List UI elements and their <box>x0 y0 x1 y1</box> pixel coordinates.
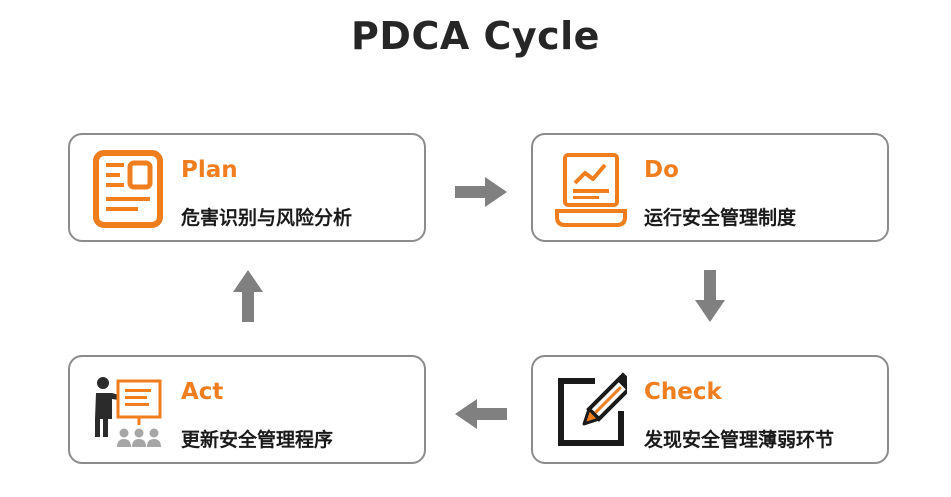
act-description: 更新安全管理程序 <box>181 429 334 451</box>
arrow-right-icon <box>455 177 507 207</box>
do-description: 运行安全管理制度 <box>644 207 797 229</box>
check-heading: Check <box>644 379 722 405</box>
edit-pencil-icon <box>558 372 627 446</box>
do-heading: Do <box>644 157 679 183</box>
plan-heading: Plan <box>181 157 238 183</box>
document-icon <box>93 150 163 228</box>
plan-description: 危害识别与风险分析 <box>181 207 353 229</box>
act-card: Act 更新安全管理程序 <box>68 355 426 464</box>
arrow-down-icon <box>695 270 725 322</box>
plan-card: Plan 危害识别与风险分析 <box>68 133 426 242</box>
act-heading: Act <box>181 379 224 405</box>
check-card: Check 发现安全管理薄弱环节 <box>531 355 889 464</box>
diagram-title: PDCA Cycle <box>351 14 600 58</box>
laptop-chart-icon <box>555 153 627 227</box>
arrow-left-icon <box>455 399 507 429</box>
do-card: Do 运行安全管理制度 <box>531 133 889 242</box>
presenter-icon <box>95 377 162 447</box>
check-description: 发现安全管理薄弱环节 <box>644 429 835 451</box>
arrow-up-icon <box>233 270 263 322</box>
